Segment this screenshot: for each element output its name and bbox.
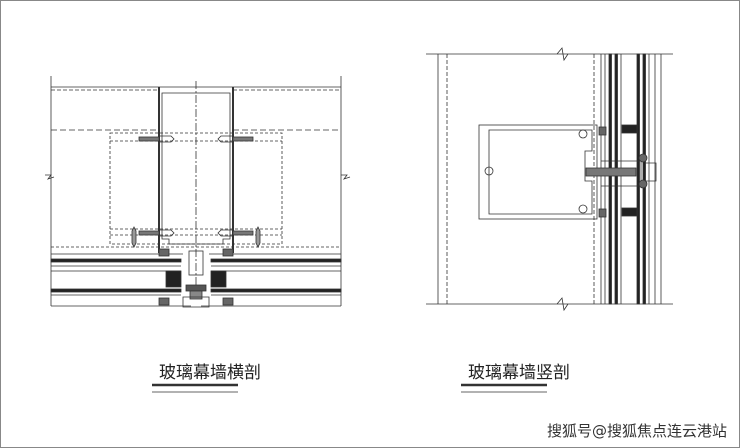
glass-panel-left [50,253,191,307]
horizontal-section-caption: 玻璃幕墙横剖 [159,363,261,383]
caption-underline-left [152,383,238,393]
watermark: 搜狐号@搜狐焦点连云港站 [546,422,727,440]
vertical-section-caption: 玻璃幕墙竖剖 [468,363,570,383]
bolt-icon [131,135,261,248]
gasket-and-pressure-plate [158,248,234,308]
transom-box [478,124,598,220]
caption-underline-right [461,383,547,393]
fixing-bolt-assembly [585,124,657,218]
horizontal-section-drawing [45,76,351,308]
glass-panel-right [201,253,342,307]
vertical-section-drawing [426,47,673,312]
